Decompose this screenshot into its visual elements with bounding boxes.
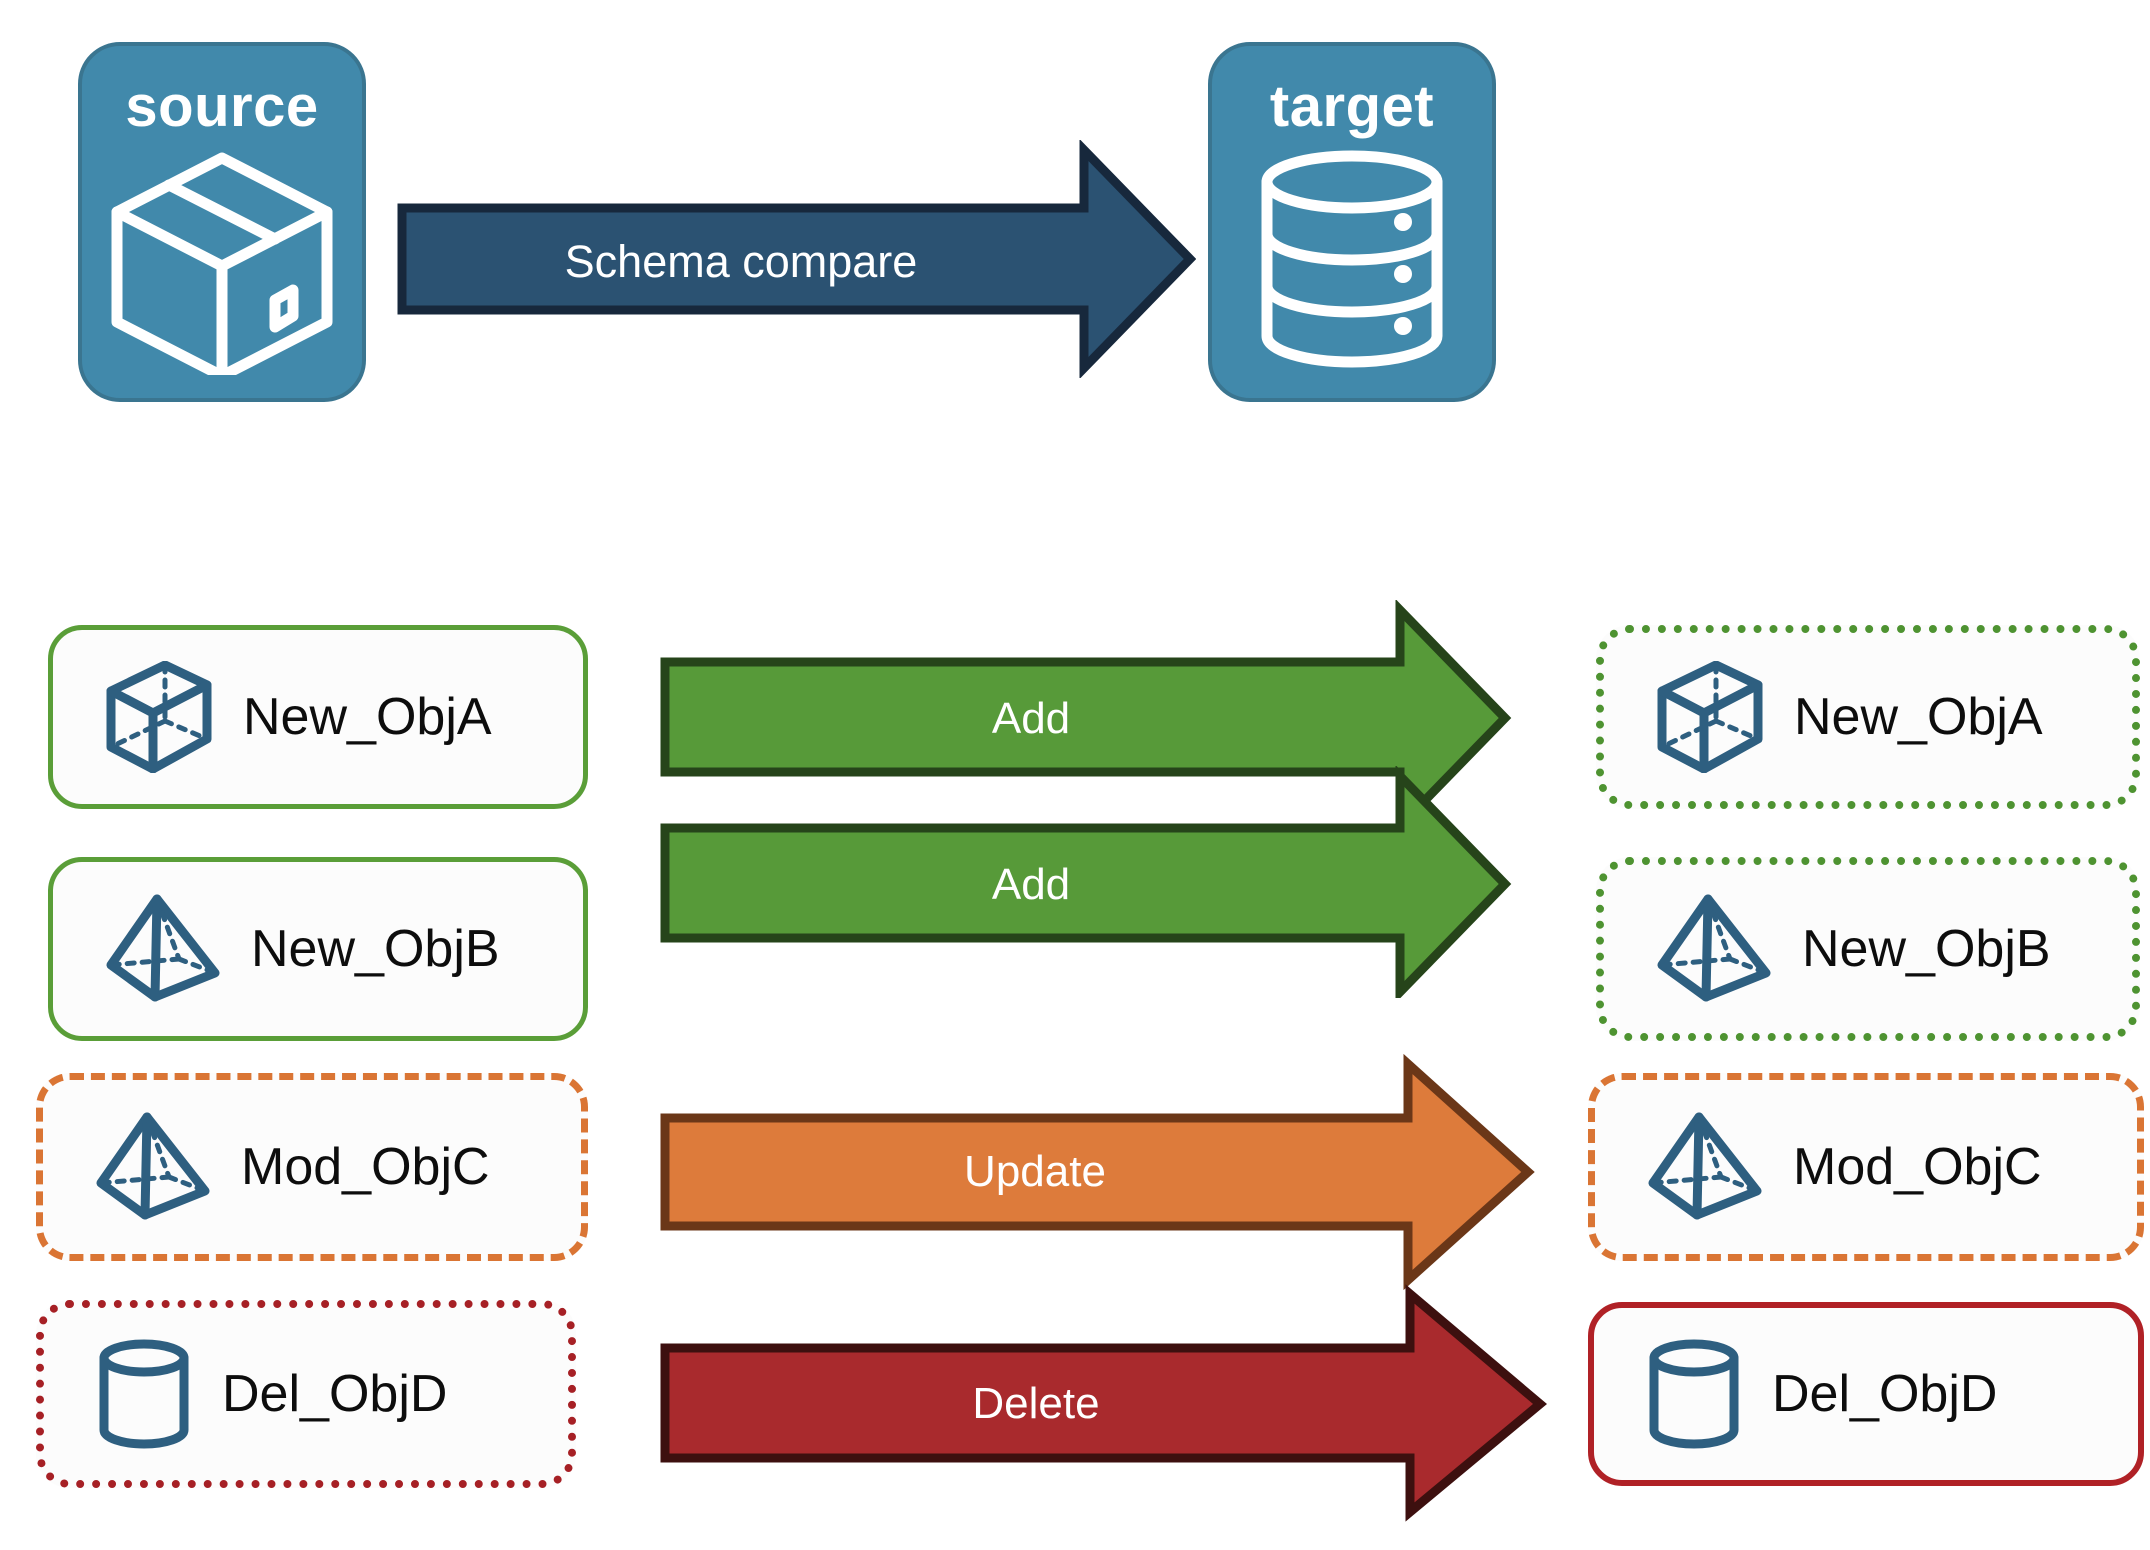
source-title: source [125, 74, 319, 139]
source-object-row-3[interactable]: Mod_ObjC [36, 1073, 588, 1261]
target-object-label-1: New_ObjA [1794, 688, 2043, 746]
source-endpoint-card[interactable]: source [78, 42, 366, 402]
pyramid-wireframe-icon [1656, 893, 1772, 1005]
source-object-row-1[interactable]: New_ObjA [48, 625, 588, 809]
target-object-row-4[interactable]: Del_ObjD [1588, 1302, 2144, 1486]
pyramid-wireframe-icon [1647, 1111, 1763, 1223]
target-object-row-1[interactable]: New_ObjA [1596, 625, 2140, 809]
target-object-label-2: New_ObjB [1802, 920, 2051, 978]
schema-compare-arrow[interactable]: Schema compare [396, 138, 1197, 380]
schema-compare-arrow-label: Schema compare [564, 236, 918, 287]
target-object-label-4: Del_ObjD [1772, 1365, 1998, 1423]
source-object-row-2[interactable]: New_ObjB [48, 857, 588, 1041]
source-object-row-4[interactable]: Del_ObjD [36, 1300, 576, 1488]
action-arrow-label-4: Delete [972, 1379, 1100, 1428]
action-arrow-label-2: Add [991, 860, 1071, 909]
action-arrow-4[interactable]: Delete [660, 1282, 1560, 1522]
source-object-label-1: New_ObjA [243, 688, 492, 746]
source-object-label-2: New_ObjB [251, 920, 500, 978]
cylinder-wireframe-icon [96, 1338, 192, 1450]
pyramid-wireframe-icon [95, 1111, 211, 1223]
source-object-label-4: Del_ObjD [222, 1365, 448, 1423]
target-object-row-2[interactable]: New_ObjB [1596, 857, 2140, 1041]
cube-wireframe-icon [1656, 661, 1764, 773]
source-object-label-3: Mod_ObjC [241, 1138, 490, 1196]
action-arrow-label-3: Update [964, 1147, 1106, 1196]
target-object-row-3[interactable]: Mod_ObjC [1588, 1073, 2144, 1261]
action-arrow-2[interactable]: Add [660, 764, 1520, 1004]
target-title: target [1269, 74, 1435, 139]
database-cylinder-icon [1257, 150, 1447, 375]
action-arrow-1[interactable]: Add [660, 598, 1520, 838]
cylinder-wireframe-icon [1646, 1338, 1742, 1450]
action-arrow-3[interactable]: Update [660, 1052, 1540, 1291]
cube-wireframe-icon [105, 661, 213, 773]
target-endpoint-card[interactable]: target [1208, 42, 1496, 402]
package-box-icon [107, 150, 337, 382]
action-arrow-label-1: Add [991, 694, 1071, 743]
target-object-label-3: Mod_ObjC [1793, 1138, 2042, 1196]
pyramid-wireframe-icon [105, 893, 221, 1005]
